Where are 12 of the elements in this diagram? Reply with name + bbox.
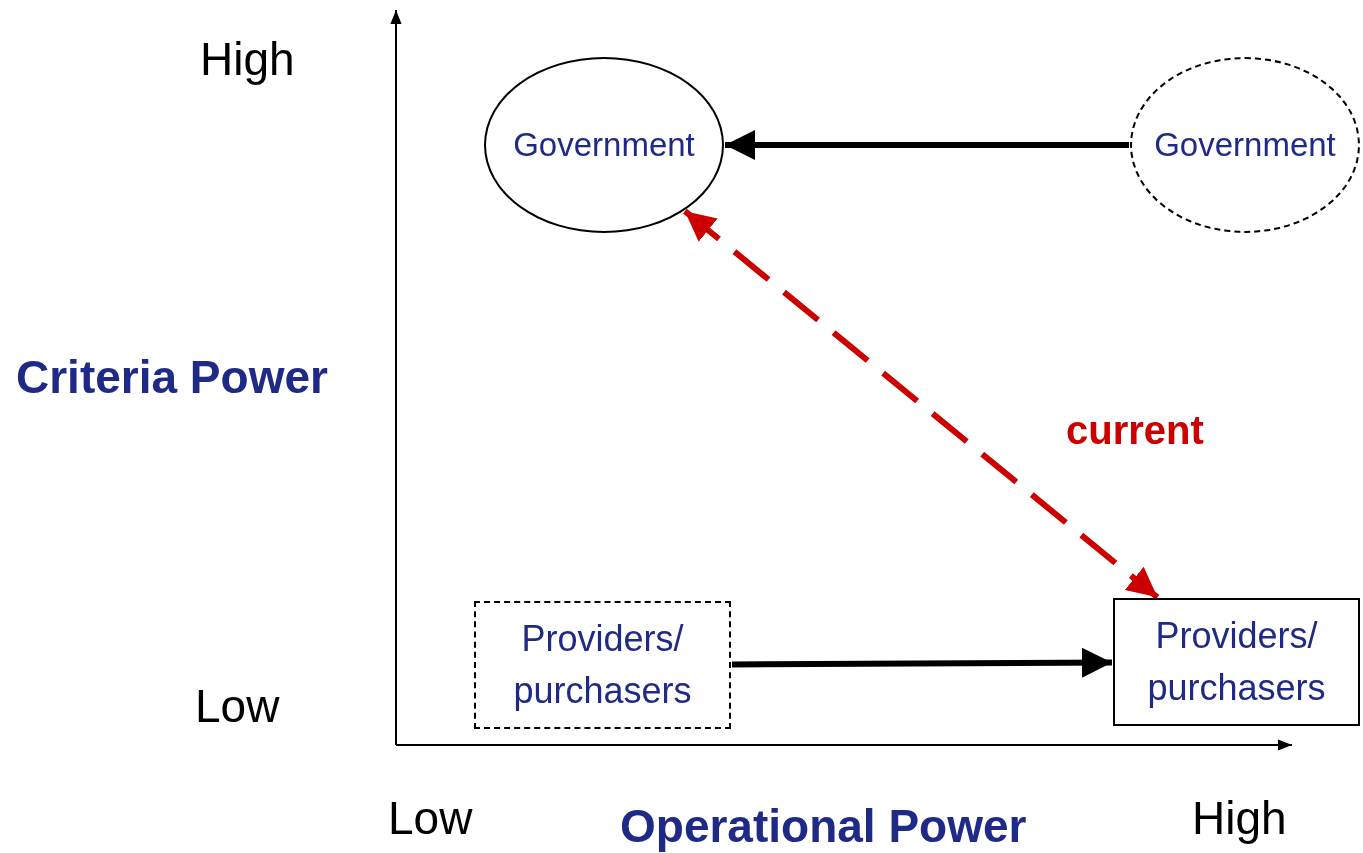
node-label: Providers/ purchasers: [512, 616, 693, 713]
arrow: [725, 130, 1129, 160]
axis-tick-label: Low: [195, 683, 280, 729]
arrow: [683, 208, 1160, 600]
node-label: Providers/ purchasers: [1146, 613, 1327, 710]
node-label: Government: [1154, 125, 1336, 166]
node-label: Government: [513, 125, 695, 166]
box-node: [474, 601, 731, 729]
arrow: [732, 647, 1112, 678]
axis-tick-label: Low: [388, 795, 473, 841]
box-node: [1113, 598, 1360, 726]
axis-title: Criteria Power: [16, 354, 328, 400]
